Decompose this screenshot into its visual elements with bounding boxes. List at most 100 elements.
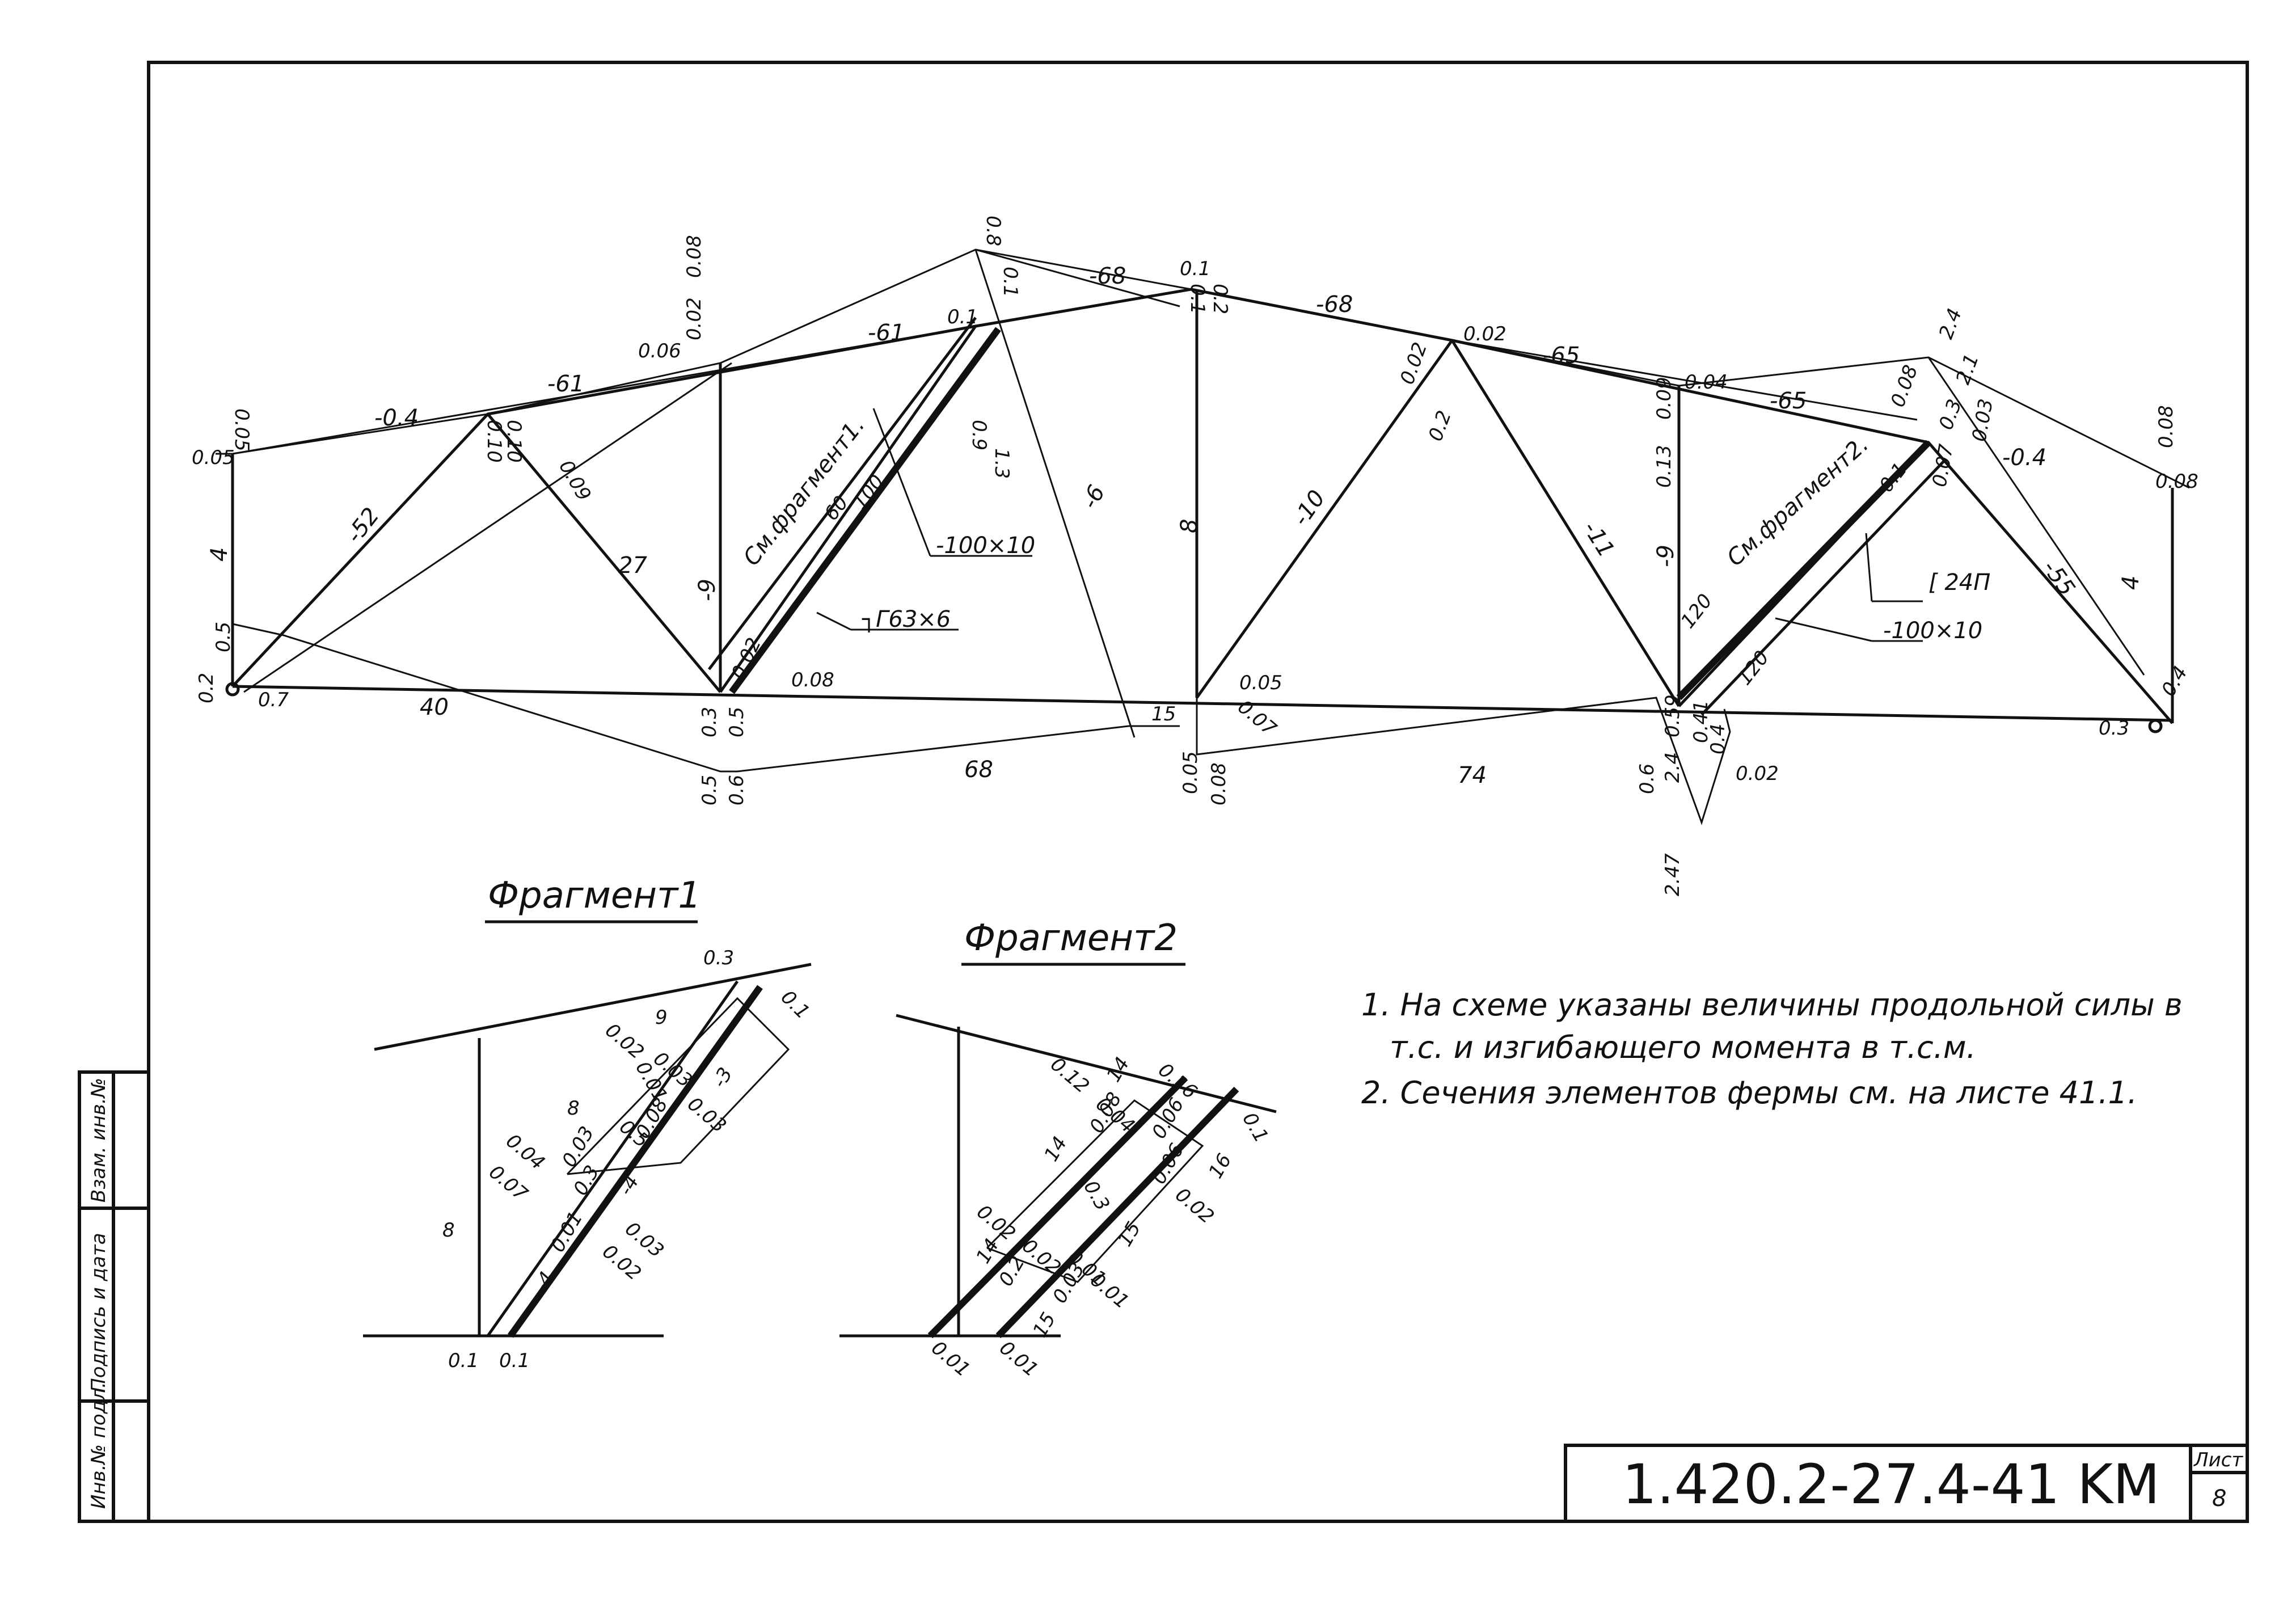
moment-value: 0.10: [503, 420, 525, 463]
vertical-force: 8: [1176, 519, 1202, 533]
moment-value: 0.05: [1239, 672, 1282, 694]
moment-value: 0.9: [968, 420, 990, 450]
frag1-value: 0.3: [703, 947, 734, 969]
moment-value: 0.3: [698, 707, 721, 737]
moment-value: 0.05: [1179, 751, 1202, 794]
plate2-label: -100×10: [1883, 618, 1982, 644]
inv-no-label: Инв.№ подл.: [87, 1382, 110, 1509]
side-stamp: Инв.№ подл. Подпись и дата Взам. инв.№: [78, 1070, 150, 1523]
moment-value: 0.02: [683, 297, 706, 340]
frag1-value: 9: [655, 1006, 668, 1029]
frag2-value: 0.2: [994, 1252, 1029, 1290]
moment-value: 2.47: [1661, 853, 1684, 896]
moment-value: 0.5: [698, 775, 721, 805]
moment-value: 0.4: [2157, 663, 2192, 701]
diagonal-force: -9: [1653, 545, 1679, 567]
fragment2-title: Фрагмент2: [964, 917, 1178, 959]
replaces-inv-label: Взам. инв.№: [87, 1078, 110, 1203]
fragment1-title: Фрагмент1: [488, 875, 701, 917]
frag1-value: 8: [567, 1097, 580, 1120]
frag2-value: 0.02: [1171, 1183, 1218, 1228]
top-force: -61: [547, 371, 584, 397]
moment-value: 15: [1151, 703, 1176, 725]
moment-value: 0.6: [1636, 764, 1659, 794]
frag2-value: 14: [1102, 1053, 1134, 1086]
diagonal-force: -52: [341, 503, 385, 548]
moment-value: 0.07: [1233, 695, 1281, 741]
moment-value: 0.6: [725, 775, 748, 805]
top-force: -65: [1770, 388, 1807, 414]
title-block: 1.420.2-27.4-41 KM Лист 8: [1564, 1444, 2249, 1523]
frag2-value: 0.16: [1154, 1058, 1201, 1103]
moment-value: 0.05: [230, 408, 253, 452]
moment-value: 2.4: [1661, 752, 1684, 783]
moment-value: 0.08: [791, 669, 834, 691]
dim-120-a: 120: [1677, 590, 1717, 633]
fragment1: Фрагмент1 0.3 0.1 9 0.02 0.01 0.03 -3 8 …: [363, 875, 814, 1372]
moment-value: 0.08: [2155, 470, 2198, 493]
moment-value: 0.10: [483, 420, 505, 463]
moment-value: 0.1: [1180, 258, 1210, 280]
sheet-number: 8: [2212, 1486, 2226, 1512]
vertical-force: 4: [206, 547, 233, 562]
moment-value: 0.13: [1653, 445, 1676, 488]
frag2-value: 0.01: [995, 1336, 1043, 1381]
moment-value: 0.2: [1424, 408, 1456, 444]
diagonal-force: -6: [1077, 481, 1110, 513]
frag2-value: 15: [1113, 1218, 1145, 1250]
frag1-value: 0.1: [777, 986, 815, 1024]
notes: 1. На схеме указаны величины продольной …: [1361, 987, 2183, 1111]
top-force: -68: [1316, 292, 1353, 318]
moment-value: 0.02: [1736, 762, 1779, 785]
moment-value: 0.09: [554, 457, 595, 505]
angle-label: ┐Г63×6: [862, 606, 951, 633]
moment-value: 0.08: [2155, 405, 2177, 448]
diagonal-force: -9: [694, 579, 720, 601]
moment-value: 0.05: [192, 446, 235, 469]
moment-value: 0.5: [212, 622, 235, 652]
note-line-1: 1. На схеме указаны величины продольной …: [1361, 987, 2183, 1023]
moment-value: 0.8: [982, 216, 1005, 246]
plate1-label: -100×10: [936, 533, 1035, 559]
truss-geometry: [216, 248, 2190, 825]
frag2-value: 0.06: [1147, 1094, 1188, 1143]
frag1-value: 0.07: [484, 1161, 532, 1206]
diagonal-force: -55: [2037, 555, 2080, 601]
moment-value: 0.3: [1935, 396, 1966, 433]
moment-value: 0.1: [1186, 284, 1209, 314]
see-fragment2-label: См.фрагмент2.: [1722, 431, 1873, 571]
diagonal-force: 27: [618, 552, 647, 579]
top-force: -0.4: [2002, 445, 2046, 471]
see-fragment1-label: См.фрагмент1.: [739, 412, 870, 571]
frag1-value: -4: [614, 1171, 644, 1199]
sheet-label: Лист: [2193, 1449, 2243, 1471]
note-line-2: т.с. и изгибающего момента в т.с.м.: [1390, 1030, 1976, 1065]
frag1-value: 0.1: [499, 1349, 530, 1372]
bottom-force: 74: [1458, 762, 1487, 788]
diagonal-force: -10: [1288, 486, 1331, 531]
signature-date-label: Подпись и дата: [87, 1233, 110, 1393]
moment-value: 0.04: [1685, 371, 1728, 394]
moment-value: 0.3: [2099, 717, 2129, 740]
moment-value: 0.08: [1208, 762, 1230, 805]
frag2-value: 16: [1204, 1150, 1236, 1182]
drawing-code: 1.420.2-27.4-41 KM: [1622, 1453, 2160, 1516]
frag1-value: 0.04: [501, 1129, 549, 1174]
note-line-3: 2. Сечения элементов фермы см. на листе …: [1361, 1075, 2137, 1111]
moment-value: 0.08: [683, 235, 706, 278]
top-force: -61: [868, 320, 905, 346]
moment-value: 0.5: [725, 707, 748, 737]
fragment2: Фрагмент2 14 0.16 0.12 0.04 0.1 0.08 0.0…: [839, 917, 1277, 1382]
moment-value: 0.1: [999, 267, 1022, 297]
frag1-value: 0.02: [601, 1019, 648, 1064]
moment-value: 2.4: [1935, 306, 1966, 342]
frag1-value: -3: [708, 1064, 737, 1091]
sheet-frame: [147, 61, 2249, 1523]
dim-120-b: 120: [1733, 647, 1774, 690]
moment-value: 0.7: [258, 689, 289, 711]
moment-value: 0.2: [1209, 284, 1231, 314]
moment-value: 0.2: [195, 673, 218, 703]
moment-value: 0.41: [1690, 700, 1712, 743]
fragment1-member: [708, 317, 1032, 694]
